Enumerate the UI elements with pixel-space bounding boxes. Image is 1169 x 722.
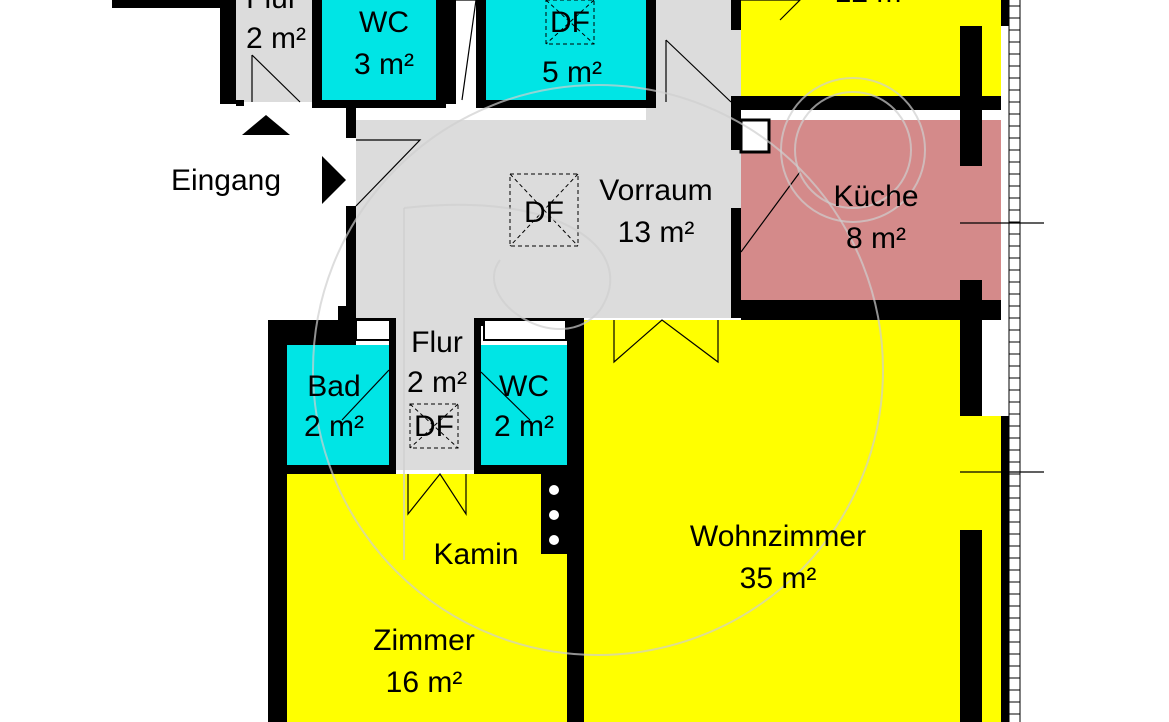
label-flur-mid-name: Flur — [411, 326, 463, 359]
label-wohnzimmer-area: 35 m² — [740, 562, 817, 595]
room-wohnzimmer — [584, 320, 1001, 722]
label-df-flur-mid: DF — [414, 410, 454, 443]
label-df-top-area: 5 m² — [542, 56, 602, 89]
label-df-vorraum: DF — [524, 196, 564, 229]
label-wc-mid-area: 2 m² — [494, 410, 554, 443]
label-top-right-area: 12 m² — [835, 0, 912, 9]
label-flur-top-area: 2 m² — [246, 22, 306, 55]
label-wohnzimmer-name: Wohnzimmer — [690, 520, 866, 553]
watermark-logo-icon — [312, 77, 926, 656]
balcony-hatching — [1008, 0, 1021, 722]
label-wc-mid-name: WC — [499, 370, 549, 403]
label-kueche-area: 8 m² — [846, 222, 906, 255]
room-flur-mid — [396, 320, 474, 470]
label-flur-mid-area: 2 m² — [407, 366, 467, 399]
label-kueche-name: Küche — [833, 180, 918, 213]
df-markers — [409, 0, 595, 449]
label-eingang: Eingang — [171, 164, 281, 197]
label-wc-top-area: 3 m² — [354, 48, 414, 81]
room-flur-top — [236, 0, 320, 102]
label-df-top-name: DF — [550, 6, 590, 39]
label-zimmer-name: Zimmer — [373, 624, 475, 657]
triangle-right-icon — [322, 156, 346, 204]
label-wc-top-name: WC — [359, 6, 409, 39]
room-vorraum — [356, 120, 741, 322]
room-wc-top — [322, 0, 436, 102]
room-kueche — [741, 120, 1001, 300]
room-wc-mid — [481, 345, 567, 465]
label-bad-area: 2 m² — [304, 410, 364, 443]
label-vorraum-name: Vorraum — [599, 174, 712, 207]
label-vorraum-area: 13 m² — [618, 216, 695, 249]
label-bad-name: Bad — [307, 370, 360, 403]
label-flur-top-name: Flur — [246, 0, 298, 15]
room-vorraum-extend — [646, 0, 741, 120]
label-kamin: Kamin — [433, 538, 518, 571]
triangle-up-icon — [242, 115, 290, 135]
room-top-right — [741, 0, 1001, 102]
room-bad — [287, 345, 389, 465]
label-zimmer-area: 16 m² — [386, 666, 463, 699]
